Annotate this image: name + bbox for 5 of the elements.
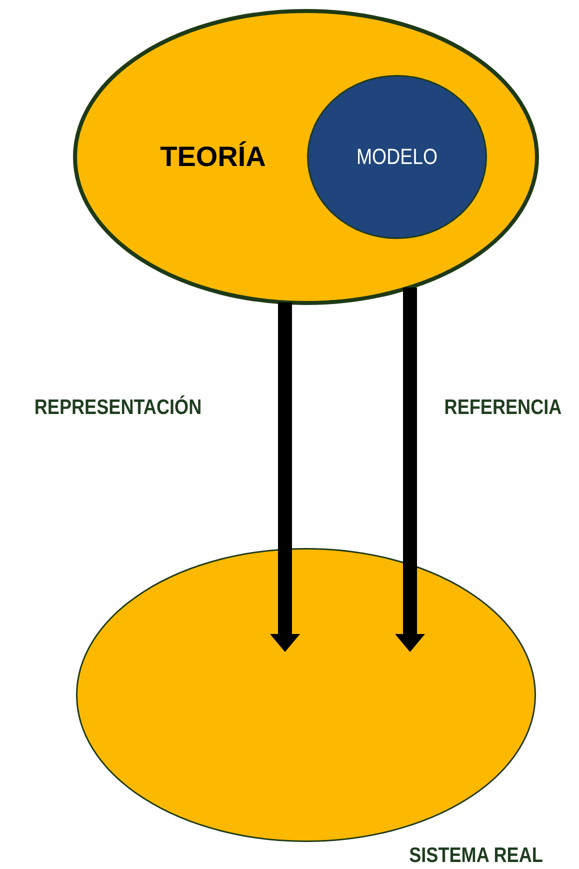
node-label: SISTEMA REAL [409, 844, 543, 868]
arrow [395, 287, 425, 652]
arrow [270, 302, 300, 652]
node-label: TEORÍA [160, 141, 266, 173]
node-label: MODELO [356, 144, 438, 170]
